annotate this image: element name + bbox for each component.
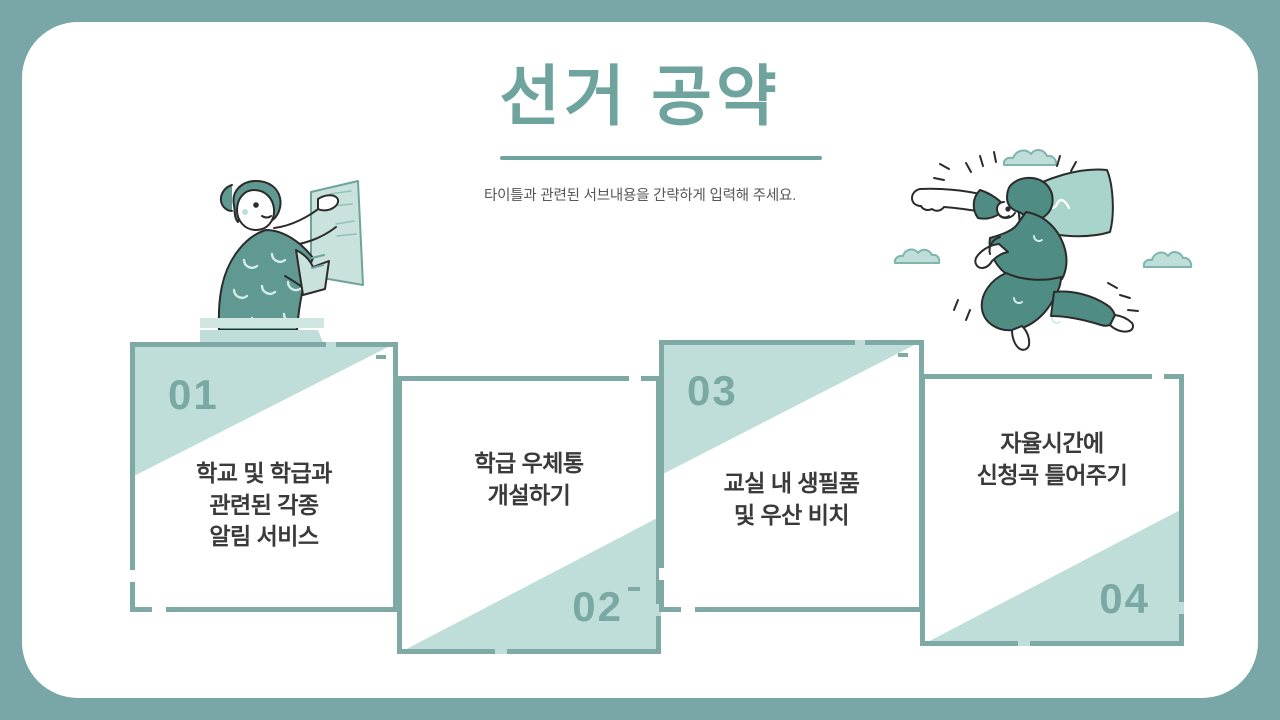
card-03-border-left: [659, 340, 664, 568]
flying-superhero-illustration: [874, 140, 1204, 360]
card-03-border-left-stub: [659, 580, 664, 612]
person-pointing-at-poster-illustration: [200, 150, 432, 355]
connector-02-03-a: [628, 587, 640, 591]
card-01-border-top: [130, 342, 326, 347]
card-02-border-right-stub: [656, 616, 661, 654]
promise-card-03[interactable]: 03 교실 내 생필품 및 우산 비치: [659, 340, 924, 612]
card-01-border-bottom: [166, 607, 398, 612]
card-02-border-bottom-2: [507, 649, 661, 654]
card-03-text: 교실 내 생필품 및 우산 비치: [723, 470, 860, 528]
card-02-border-top-stub: [641, 376, 661, 381]
promise-card-02[interactable]: 02 학급 우체통 개설하기: [397, 376, 661, 654]
connector-01-02-a: [376, 355, 386, 359]
card-04-border-bottom-2: [1030, 641, 1184, 646]
card-02-number: 02: [572, 583, 623, 630]
card-04-background: [920, 374, 1184, 646]
card-03-border-top: [659, 340, 855, 345]
card-02-border-right: [656, 376, 661, 604]
card-03-border-top-stub: [865, 340, 924, 345]
card-01-text: 학교 및 학급과 관련된 각종 알림 서비스: [196, 460, 332, 550]
card-01-border-left: [130, 342, 135, 570]
card-04-border-top: [920, 374, 1152, 379]
card-04-text: 자율시간에 신청곡 틀어주기: [976, 430, 1128, 488]
card-04-border-right-stub: [1179, 614, 1184, 646]
page-subtitle: 타이틀과 관련된 서브내용을 간략하게 입력해 주세요.: [483, 188, 797, 204]
card-03-border-bottom: [695, 607, 924, 612]
card-02-background: [397, 376, 661, 654]
card-01-border-bottom-stub: [130, 607, 152, 612]
card-01-number: 01: [168, 371, 219, 418]
promise-card-01[interactable]: 01 학교 및 학급과 관련된 각종 알림 서비스: [130, 342, 398, 612]
card-02-border-bottom: [397, 649, 495, 654]
card-04-border-left: [920, 374, 925, 646]
slide-panel: 선거 공약 타이틀과 관련된 서브내용을 간략하게 입력해 주세요.: [22, 22, 1258, 698]
card-02-border-top: [397, 376, 629, 381]
promise-card-04[interactable]: 04 자율시간에 신청곡 틀어주기: [920, 374, 1184, 646]
card-01-border-right: [393, 342, 398, 612]
connector-03-04-a: [898, 353, 908, 357]
card-01-border-left-stub: [130, 582, 135, 612]
card-04-border-top-stub: [1164, 374, 1184, 379]
card-02-text: 학급 우체통 개설하기: [474, 450, 584, 508]
card-01-background: [130, 342, 398, 612]
card-03-border-bottom-stub: [659, 607, 681, 612]
page-title: 선거 공약: [499, 59, 781, 133]
card-02-border-left: [397, 376, 402, 654]
card-03-background: [659, 340, 924, 612]
card-03-number: 03: [687, 367, 738, 414]
card-01-border-top-stub: [336, 342, 398, 347]
card-04-border-right: [1179, 374, 1184, 602]
card-04-number: 04: [1099, 575, 1150, 622]
title-underline: [500, 156, 822, 160]
card-04-border-bottom: [920, 641, 1018, 646]
